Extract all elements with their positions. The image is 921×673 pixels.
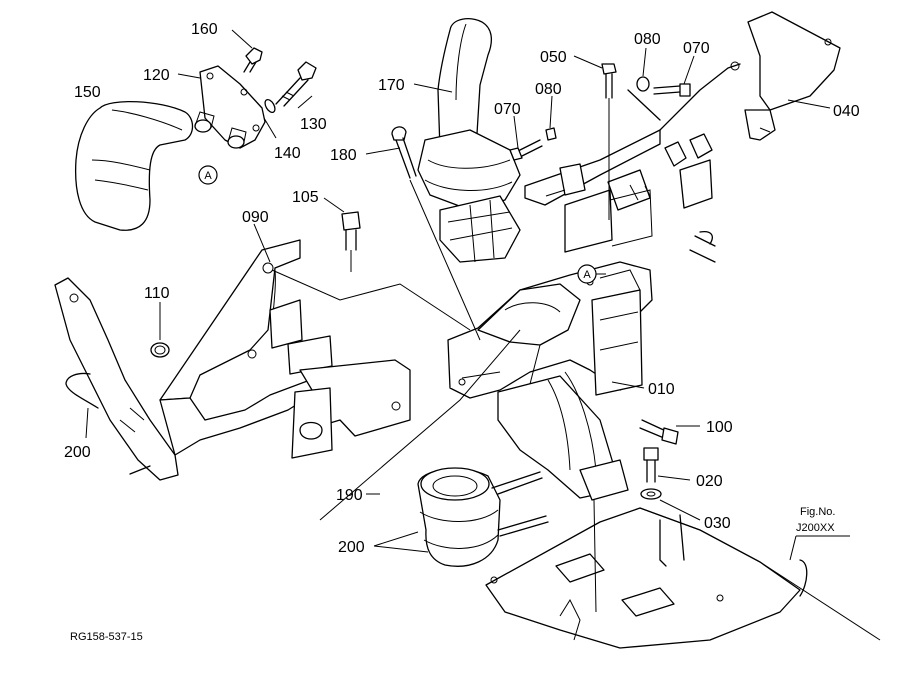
label-120: 120 bbox=[143, 67, 170, 84]
bolt-070-mid bbox=[509, 139, 543, 161]
figure-reference: Fig.No. J200XX bbox=[796, 506, 835, 534]
reference-marker-a-label: A bbox=[204, 170, 212, 182]
label-020: 020 bbox=[696, 473, 723, 490]
label-090: 090 bbox=[242, 209, 269, 226]
joystick-lever-170 bbox=[417, 18, 521, 263]
fig-no-value: J200XX bbox=[796, 522, 835, 534]
console-body-010 bbox=[447, 261, 653, 501]
label-190: 190 bbox=[336, 487, 363, 504]
floor-plate bbox=[485, 507, 881, 649]
washer-140 bbox=[264, 98, 276, 114]
reference-marker-a-2: A bbox=[577, 264, 606, 284]
label-160: 160 bbox=[191, 21, 218, 38]
label-080-mid: 080 bbox=[535, 81, 562, 98]
label-010: 010 bbox=[648, 381, 675, 398]
label-170: 170 bbox=[378, 77, 405, 94]
bolt-020 bbox=[643, 447, 659, 483]
nut-080-mid bbox=[545, 127, 557, 141]
reference-marker-a-label: A bbox=[583, 269, 591, 281]
label-105: 105 bbox=[292, 189, 319, 206]
label-180: 180 bbox=[330, 147, 357, 164]
part-labels: 160 120 150 130 140 170 180 050 080 070 … bbox=[64, 21, 860, 556]
bolt-100 bbox=[639, 419, 679, 445]
label-030: 030 bbox=[704, 515, 731, 532]
clip-200-left bbox=[65, 372, 99, 409]
bracket-120 bbox=[194, 65, 266, 149]
bolt-050 bbox=[601, 63, 617, 140]
label-100: 100 bbox=[706, 419, 733, 436]
valve-bracket-assembly bbox=[524, 61, 741, 263]
label-080-top: 080 bbox=[634, 31, 661, 48]
bolt-105 bbox=[341, 211, 361, 272]
bolt-130 bbox=[275, 61, 317, 107]
clamp-200 bbox=[491, 471, 549, 537]
drawing-id: RG158-537-15 bbox=[70, 631, 143, 643]
mount-plate-040 bbox=[744, 11, 841, 141]
bolt-180 bbox=[391, 126, 417, 179]
bolt-160 bbox=[243, 47, 263, 73]
label-150: 150 bbox=[74, 84, 101, 101]
nut-080-top bbox=[636, 76, 650, 92]
label-070-mid: 070 bbox=[494, 101, 521, 118]
label-130: 130 bbox=[300, 116, 327, 133]
label-110: 110 bbox=[144, 285, 170, 302]
bolt-070-top bbox=[653, 83, 691, 97]
label-200-left: 200 bbox=[64, 444, 91, 461]
leader-lines bbox=[85, 29, 850, 613]
washer-030 bbox=[640, 488, 662, 500]
reference-marker-a-1: A bbox=[198, 165, 218, 185]
label-140: 140 bbox=[274, 145, 301, 162]
mounting-tab bbox=[291, 359, 411, 459]
boot-190 bbox=[417, 467, 501, 567]
label-200-bottom: 200 bbox=[338, 539, 365, 556]
label-040: 040 bbox=[833, 103, 860, 120]
label-070-top: 070 bbox=[683, 40, 710, 57]
grip-cover-150 bbox=[74, 100, 194, 231]
bushing-110 bbox=[150, 342, 170, 358]
fig-no-label: Fig.No. bbox=[800, 506, 835, 518]
label-050: 050 bbox=[540, 49, 567, 66]
bracket-090 bbox=[54, 239, 333, 481]
